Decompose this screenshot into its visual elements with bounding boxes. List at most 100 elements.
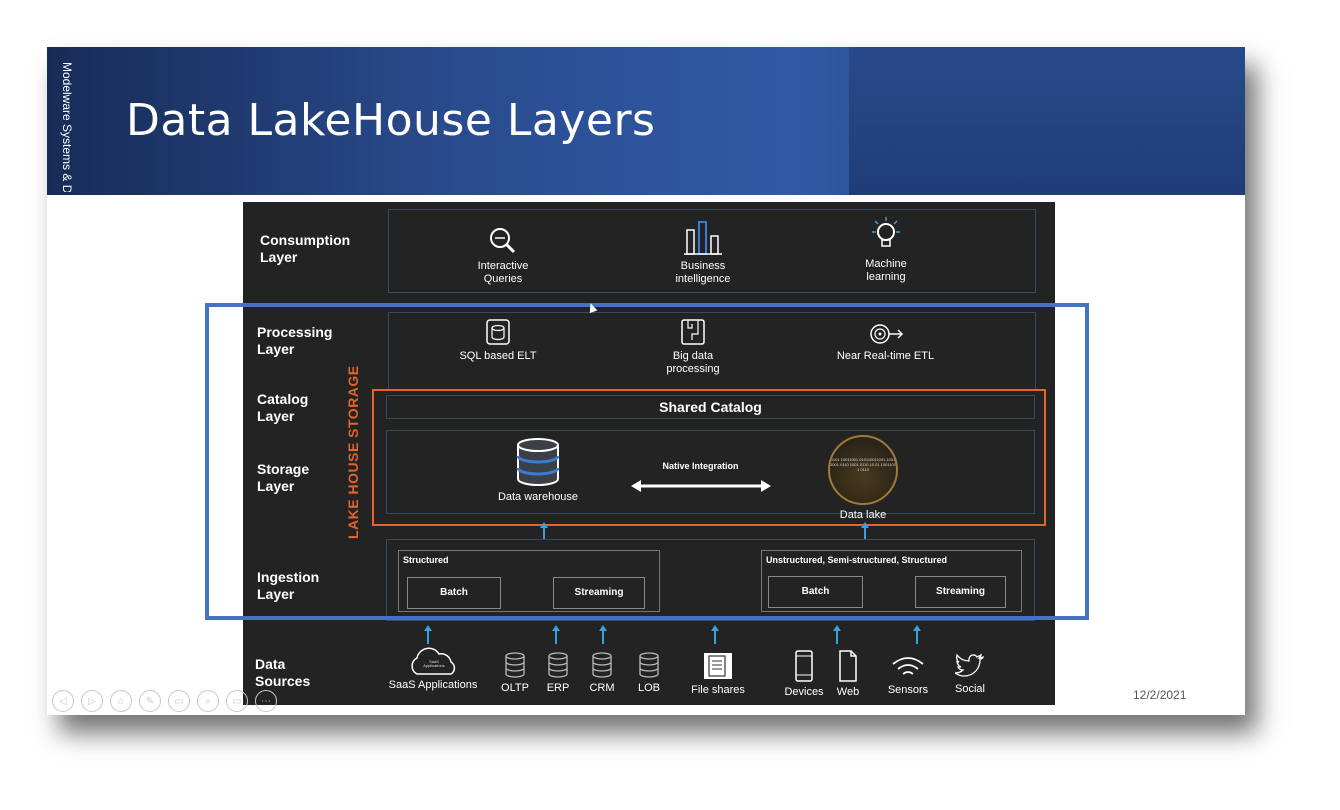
- database-stack-icon: [516, 438, 560, 486]
- sensors-source: Sensors: [883, 656, 933, 697]
- data-lake-circle-icon: 0101 10011001 010110011001 10011001 0110…: [828, 435, 898, 505]
- structured-streaming-box: Streaming: [553, 577, 645, 609]
- saas-cloud-label: SaaS Applications: [423, 659, 445, 668]
- lakehouse-diagram: Consumption Layer Processing Layer Catal…: [243, 202, 1055, 705]
- slideshow-toolbar: ◁ ▷ ⌂ ✎ ▭ ⌕ ▭ ⋯: [52, 690, 277, 712]
- twitter-bird-icon: [955, 653, 984, 677]
- arrow-up-lake: [861, 522, 869, 539]
- stream-icon: [869, 324, 903, 344]
- interactive-queries-item: Interactive Queries: [468, 226, 538, 286]
- arrow-up-warehouse: [540, 522, 548, 539]
- slide-date: 12/2/2021: [1133, 688, 1187, 702]
- cloud-icon: SaaS Applications: [407, 646, 459, 676]
- previous-slide-button[interactable]: ◁: [52, 690, 74, 712]
- arrow-up-sensors: [913, 625, 921, 644]
- double-arrow-icon: [630, 480, 771, 492]
- erp-source: ERP: [540, 652, 576, 695]
- arrow-up-crm: [599, 625, 607, 644]
- machine-learning-item: Machine learning: [851, 216, 921, 284]
- magnifier-icon: [490, 228, 516, 254]
- data-warehouse-label: Data warehouse: [497, 491, 579, 503]
- bigdata-icon: [681, 319, 705, 345]
- lob-label: LOB: [637, 682, 660, 694]
- highlight-frame: [205, 303, 1089, 620]
- catalog-layer-label: Catalog Layer: [257, 391, 309, 424]
- real-time-etl-item: Near Real-time ETL: [828, 322, 943, 363]
- page-icon: [839, 650, 857, 682]
- slide: Modelware Systems & D Data LakeHouse Lay…: [47, 47, 1245, 715]
- wifi-icon: [892, 657, 924, 675]
- lakehouse-storage-box: [372, 389, 1046, 526]
- unstructured-batch-box: Batch: [768, 576, 863, 608]
- document-icon: [704, 653, 732, 679]
- sensors-label: Sensors: [887, 684, 929, 696]
- consumption-layer-label: Consumption Layer: [260, 232, 351, 265]
- saas-label: SaaS Applications: [388, 679, 478, 691]
- business-intelligence-item: Business intelligence: [668, 220, 738, 286]
- processing-layer-label: Processing Layer: [257, 324, 333, 357]
- devices-label: Devices: [784, 686, 824, 698]
- lightbulb-icon: [872, 217, 900, 247]
- devices-source: Devices: [779, 650, 829, 699]
- web-source: Web: [833, 650, 863, 699]
- arrow-up-erp: [552, 625, 560, 644]
- slide-title: Data LakeHouse Layers: [126, 95, 656, 146]
- database-icon: [592, 652, 612, 678]
- real-time-etl-label: Near Real-time ETL: [836, 350, 935, 362]
- database-icon: [505, 652, 525, 678]
- side-company-text: Modelware Systems & D: [60, 62, 74, 192]
- database-doc-icon: [486, 319, 510, 345]
- subtitles-button[interactable]: ▭: [226, 690, 248, 712]
- consumption-panel: [388, 209, 1036, 293]
- structured-ingestion-group: Structured: [398, 550, 660, 612]
- title-banner-right: [849, 47, 1245, 195]
- unstructured-ingestion-group: Unstructured, Semi-structured, Structure…: [761, 550, 1022, 612]
- bar-chart-icon: [684, 221, 722, 255]
- big-data-label: Big data processing: [666, 350, 720, 375]
- next-slide-button[interactable]: ▷: [81, 690, 103, 712]
- arrow-up-files: [711, 625, 719, 644]
- file-shares-label: File shares: [691, 684, 745, 696]
- machine-learning-label: Machine learning: [865, 258, 907, 283]
- interactive-queries-label: Interactive Queries: [477, 260, 529, 285]
- ingestion-panel: [386, 539, 1035, 621]
- mobile-icon: [795, 650, 813, 682]
- crm-source: CRM: [584, 652, 620, 695]
- database-icon: [548, 652, 568, 678]
- arrow-up-devices: [833, 625, 841, 644]
- unstructured-label: Unstructured, Semi-structured, Structure…: [766, 555, 948, 565]
- zoom-button[interactable]: ⌕: [197, 690, 219, 712]
- sql-elt-label: SQL based ELT: [459, 350, 537, 362]
- arrow-up-saas: [424, 625, 432, 644]
- unstructured-streaming-box: Streaming: [915, 576, 1006, 608]
- more-options-button[interactable]: ⋯: [255, 690, 277, 712]
- structured-label: Structured: [403, 555, 449, 565]
- data-lake-label: Data lake: [839, 509, 887, 521]
- business-intelligence-label: Business intelligence: [675, 260, 731, 285]
- storage-panel: [386, 430, 1035, 514]
- saas-source: SaaS Applications SaaS Applications: [383, 646, 483, 692]
- crm-label: CRM: [589, 682, 615, 694]
- shared-catalog-bar: Shared Catalog: [386, 395, 1035, 419]
- data-lake-bits: 0101 10011001 010110011001 10011001 0110…: [830, 457, 896, 472]
- slides-grid-button[interactable]: ▭: [168, 690, 190, 712]
- native-integration-label: Native Integration: [662, 461, 739, 471]
- pen-button[interactable]: ✎: [139, 690, 161, 712]
- big-data-item: Big data processing: [658, 318, 728, 376]
- data-warehouse-item: Data warehouse: [488, 437, 588, 504]
- erp-label: ERP: [546, 682, 570, 694]
- database-icon: [639, 652, 659, 678]
- oltp-source: OLTP: [495, 652, 535, 695]
- storage-layer-label: Storage Layer: [257, 461, 310, 494]
- data-lake-item: 0101 10011001 010110011001 10011001 0110…: [823, 435, 903, 522]
- lob-source: LOB: [631, 652, 667, 695]
- sql-elt-item: SQL based ELT: [453, 318, 543, 363]
- social-label: Social: [955, 683, 985, 695]
- web-label: Web: [836, 686, 860, 698]
- ingestion-layer-label: Ingestion Layer: [257, 569, 320, 602]
- oltp-label: OLTP: [501, 682, 529, 694]
- data-sources-label: Data Sources: [255, 656, 311, 689]
- native-integration-item: Native Integration: [623, 460, 778, 493]
- structured-batch-box: Batch: [407, 577, 501, 609]
- home-button[interactable]: ⌂: [110, 690, 132, 712]
